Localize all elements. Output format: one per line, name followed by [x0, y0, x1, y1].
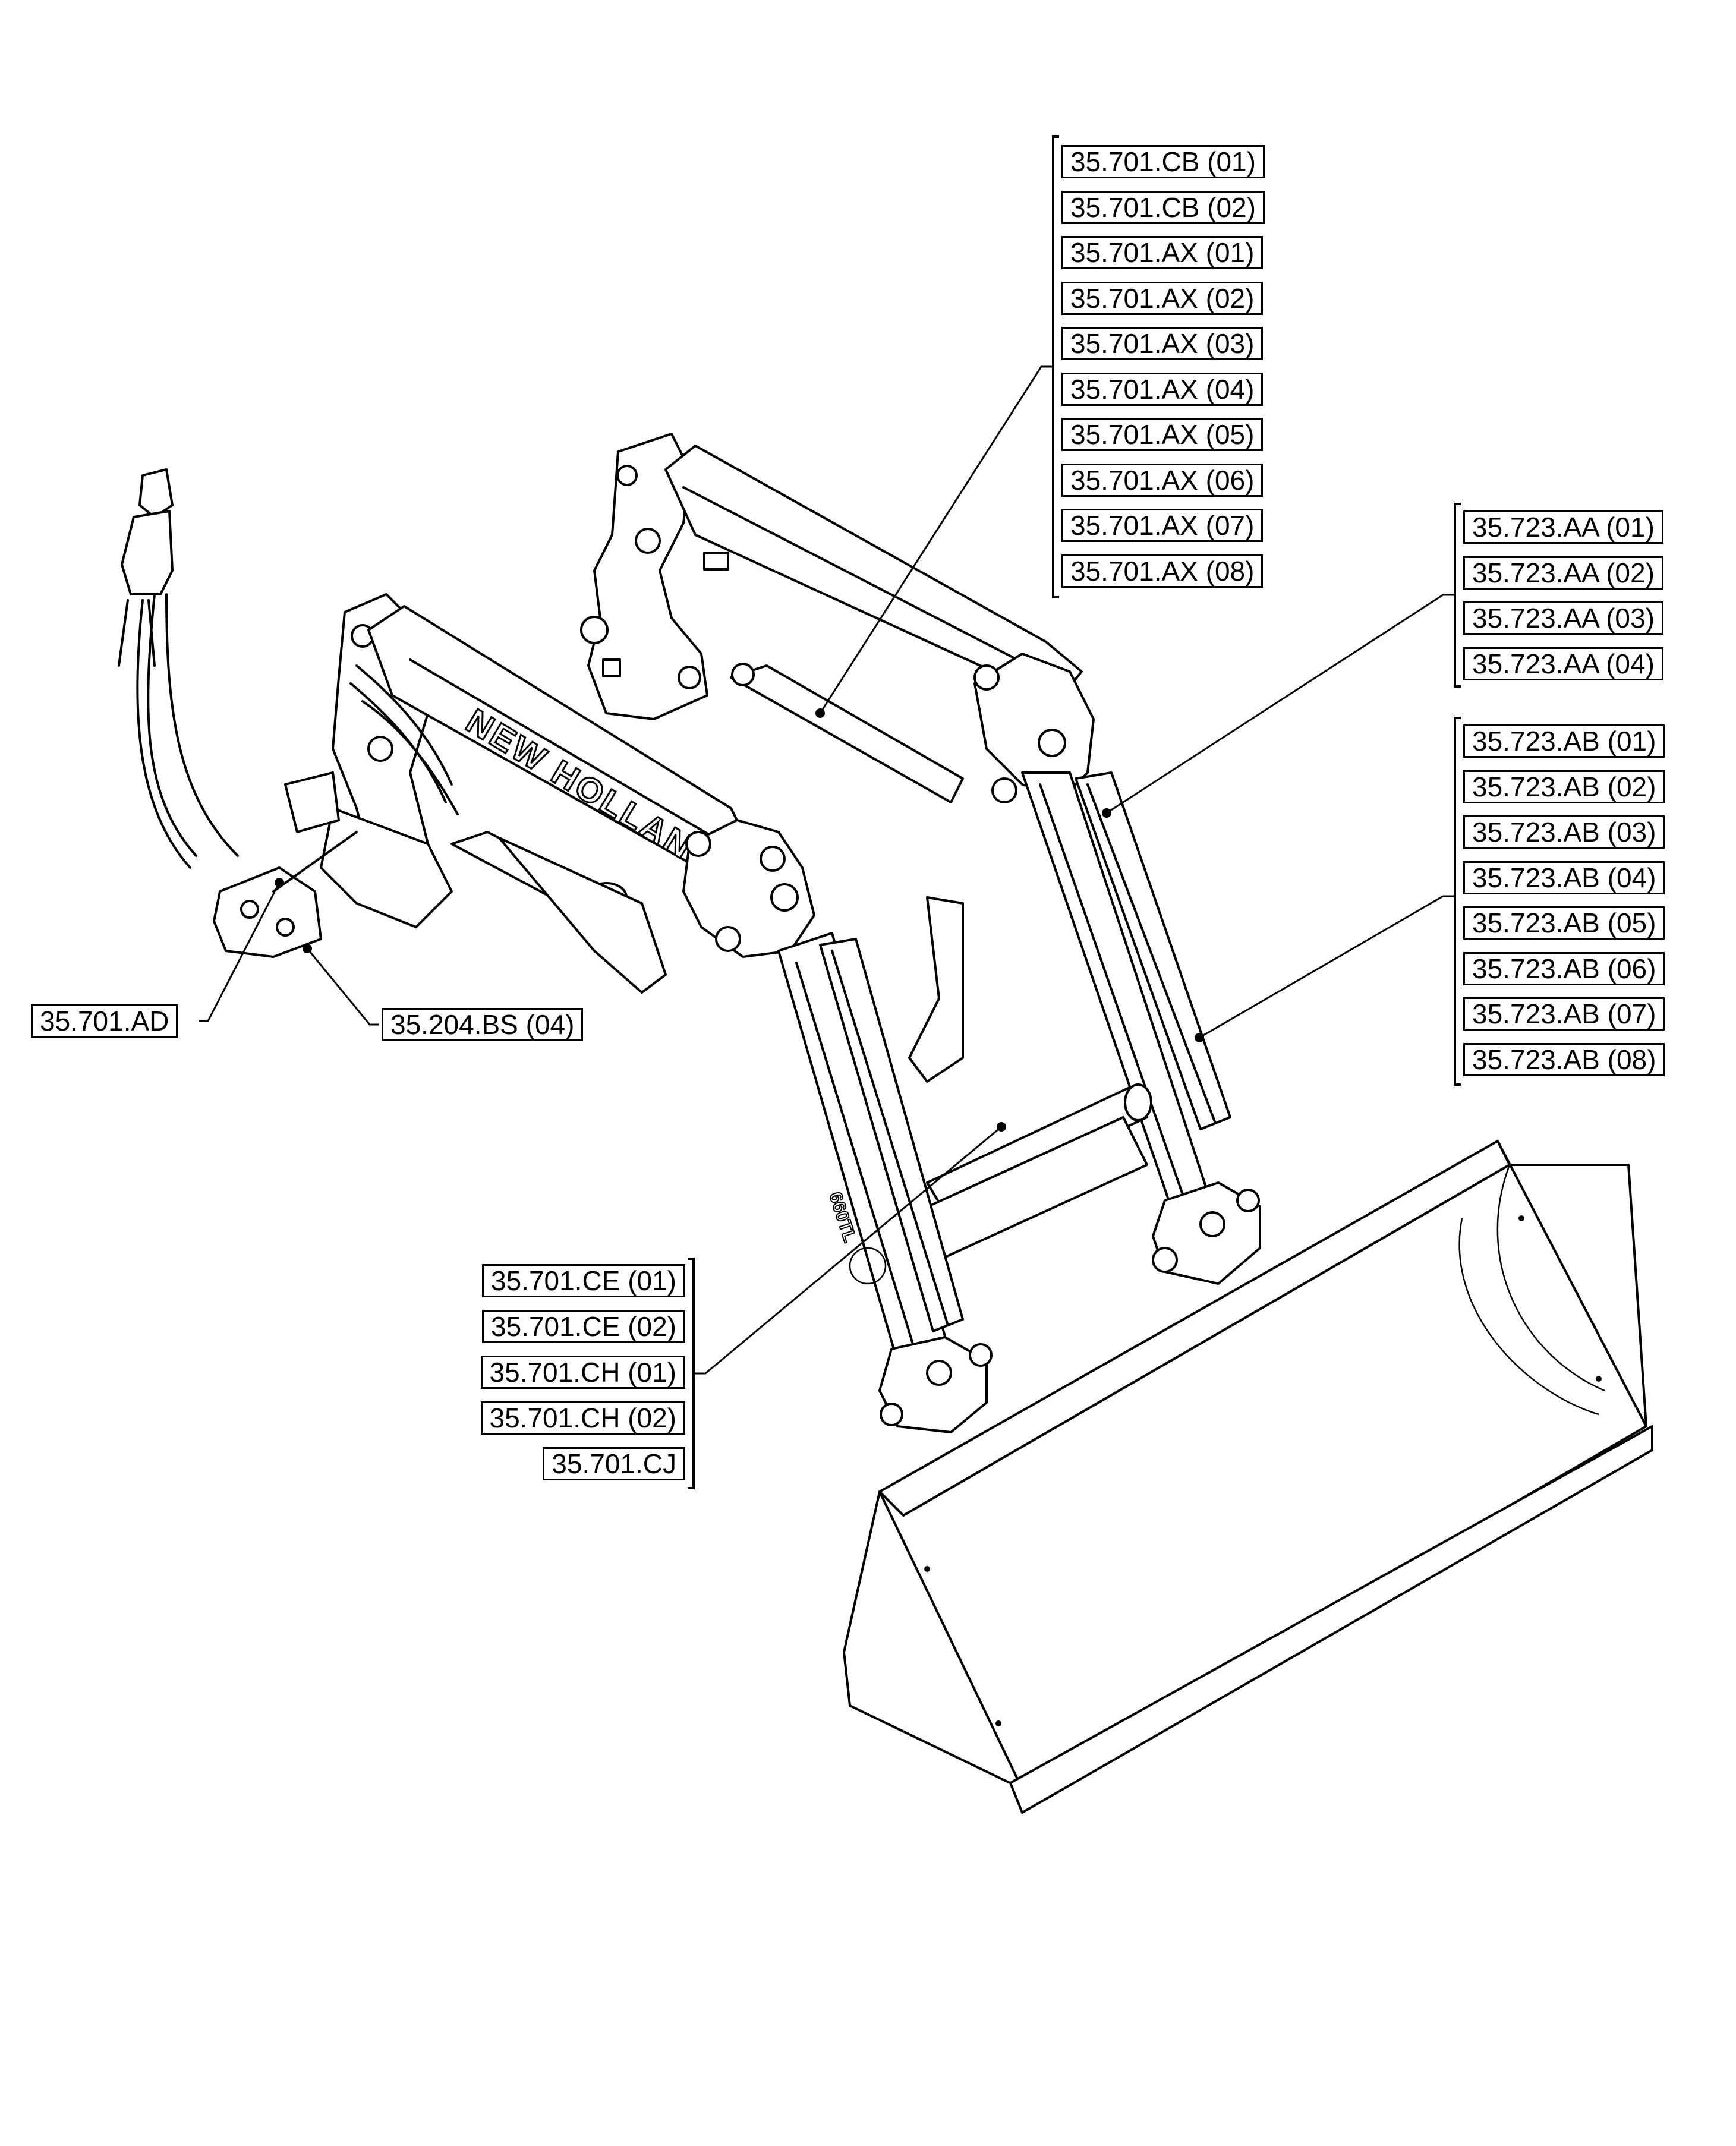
callout-ad-1[interactable]: 35.701.AD: [31, 1004, 178, 1038]
callout-top-2[interactable]: 35.701.CB (02): [1061, 190, 1265, 224]
callout-aa-1[interactable]: 35.723.AA (01): [1463, 510, 1663, 544]
callout-top-3[interactable]: 35.701.AX (01): [1061, 236, 1264, 269]
callout-top-10[interactable]: 35.701.AX (08): [1061, 554, 1264, 588]
cross-tube: [914, 1083, 1152, 1261]
callout-ab-3[interactable]: 35.723.AB (03): [1463, 815, 1665, 849]
callout-ce-2[interactable]: 35.701.CE (02): [482, 1310, 685, 1343]
callout-aa-2[interactable]: 35.723.AA (02): [1463, 556, 1663, 590]
callout-top-8[interactable]: 35.701.AX (06): [1061, 463, 1264, 497]
bucket: [843, 1140, 1653, 1814]
callout-top-9[interactable]: 35.701.AX (07): [1061, 509, 1264, 542]
callout-ce-5[interactable]: 35.701.CJ: [543, 1447, 685, 1480]
joystick-control: [118, 468, 358, 958]
callout-aa-3[interactable]: 35.723.AA (03): [1463, 601, 1663, 635]
callout-top-7[interactable]: 35.701.AX (05): [1061, 418, 1264, 451]
callout-ab-5[interactable]: 35.723.AB (05): [1463, 906, 1665, 940]
callout-ab-8[interactable]: 35.723.AB (08): [1463, 1042, 1665, 1076]
callout-ce-4[interactable]: 35.701.CH (02): [480, 1401, 685, 1435]
callout-top-4[interactable]: 35.701.AX (02): [1061, 281, 1264, 315]
callout-top-5[interactable]: 35.701.AX (03): [1061, 327, 1264, 360]
callout-aa-4[interactable]: 35.723.AA (04): [1463, 647, 1663, 680]
callout-top-6[interactable]: 35.701.AX (04): [1061, 372, 1264, 406]
callout-ab-7[interactable]: 35.723.AB (07): [1463, 997, 1665, 1031]
callout-ce-1[interactable]: 35.701.CE (01): [482, 1264, 685, 1297]
callout-top-1[interactable]: 35.701.CB (01): [1061, 145, 1265, 178]
leader-lines: [199, 365, 1455, 1375]
rear-loader-arm: [580, 433, 1261, 1285]
callout-ab-4[interactable]: 35.723.AB (04): [1463, 861, 1665, 894]
callout-ce-3[interactable]: 35.701.CH (01): [480, 1356, 685, 1389]
callout-ab-1[interactable]: 35.723.AB (01): [1463, 724, 1665, 758]
callout-ab-2[interactable]: 35.723.AB (02): [1463, 770, 1665, 803]
callout-ab-6[interactable]: 35.723.AB (06): [1463, 951, 1665, 985]
callout-bs-1[interactable]: 35.204.BS (04): [382, 1008, 584, 1041]
